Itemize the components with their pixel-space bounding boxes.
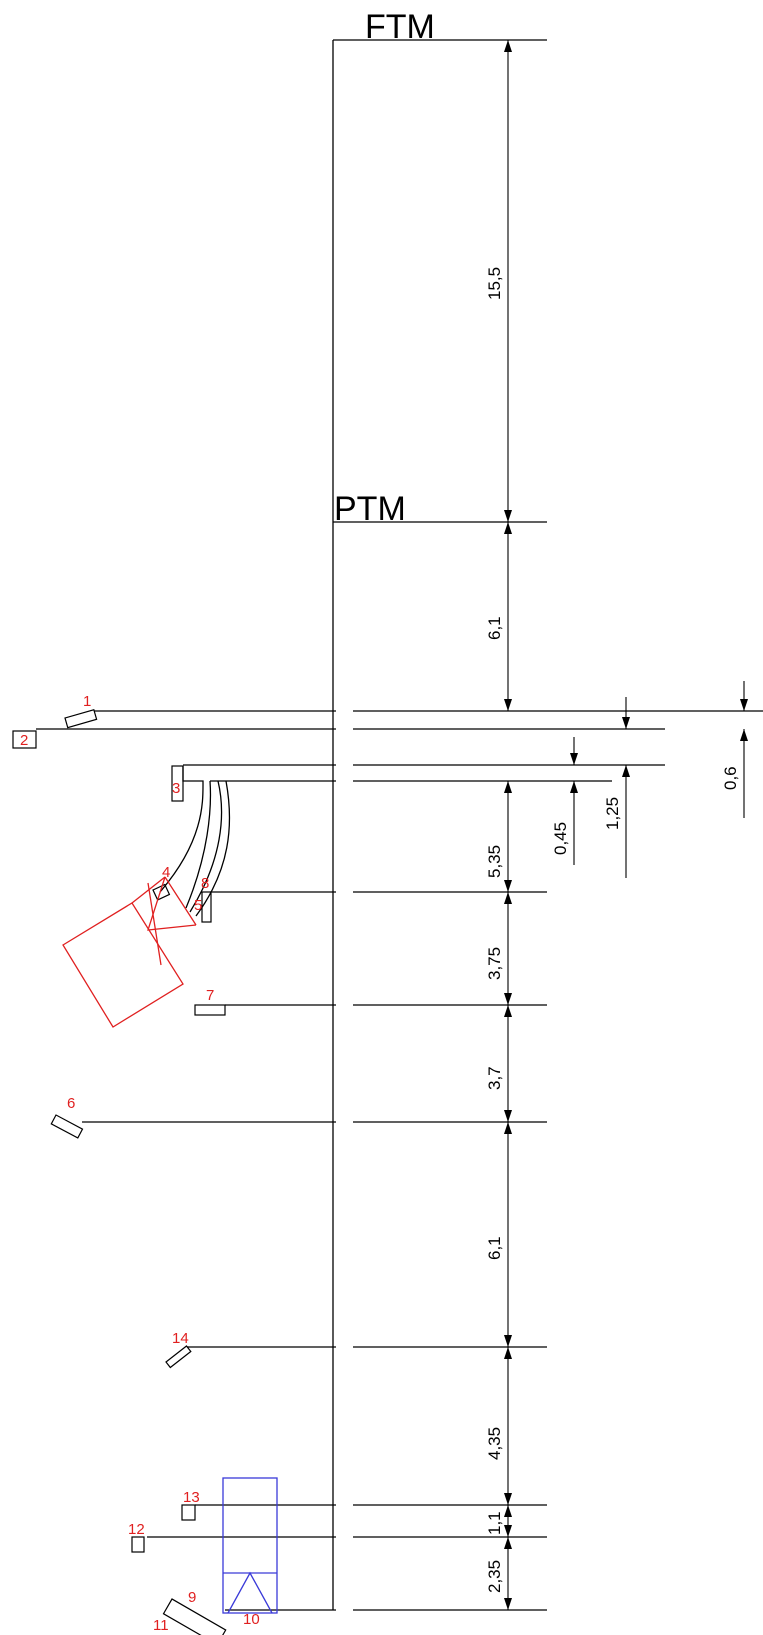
marker-2: 2 <box>20 732 28 749</box>
break-marks <box>336 709 353 1612</box>
ptm-label: PTM <box>334 490 406 528</box>
marker-4: 4 <box>162 864 170 881</box>
dim-1-25: 1,25 <box>603 797 622 830</box>
marker-14: 14 <box>172 1330 189 1347</box>
marker-7: 7 <box>206 987 214 1004</box>
component-boxes <box>12 708 227 1635</box>
dim-0-6: 0,6 <box>721 766 740 790</box>
box-2 <box>12 730 37 749</box>
marker-13: 13 <box>183 1489 200 1506</box>
dim-0-6-marker <box>740 681 748 818</box>
dim-6-1-top: 6,1 <box>485 616 504 640</box>
blue-frame-assembly <box>222 1477 278 1614</box>
dim-0-45-marker <box>570 737 578 865</box>
marker-11: 11 <box>153 1617 169 1634</box>
box-9 <box>162 1598 227 1635</box>
box-13 <box>181 1504 196 1521</box>
dim-5-35: 5,35 <box>485 845 504 878</box>
dim-1-25-marker <box>622 697 630 878</box>
dim-6-1-bottom: 6,1 <box>485 1236 504 1260</box>
marker-6: 6 <box>67 1095 75 1112</box>
box-7 <box>194 1004 226 1016</box>
blue-housing <box>222 1477 278 1614</box>
box-1 <box>64 708 98 729</box>
dim-0-45: 0,45 <box>551 822 570 855</box>
box-14 <box>165 1345 192 1369</box>
marker-10: 10 <box>243 1611 260 1628</box>
dim-3-7: 3,7 <box>485 1066 504 1090</box>
dim-3-75: 3,75 <box>485 947 504 980</box>
curved-lines <box>159 766 231 917</box>
marker-12: 12 <box>128 1521 145 1538</box>
marker-9: 9 <box>188 1589 196 1606</box>
reference-lines <box>36 39 763 1611</box>
box-12 <box>131 1536 145 1553</box>
dim-2-35: 2,35 <box>485 1560 504 1593</box>
marker-3: 3 <box>172 780 180 797</box>
dim-4-35: 4,35 <box>485 1427 504 1460</box>
box-4 <box>152 883 171 901</box>
box-8 <box>201 891 212 923</box>
dim-1-1: 1,1 <box>485 1511 504 1535</box>
box-3 <box>171 765 184 802</box>
red-frame-assembly <box>62 876 197 1028</box>
dim-15-5: 15,5 <box>485 267 504 300</box>
red-housing <box>62 902 184 1028</box>
ftm-label: FTM <box>365 8 435 46</box>
box-6 <box>50 1114 84 1139</box>
main-dimension-chain <box>504 40 512 1610</box>
marker-5: 5 <box>194 897 202 914</box>
marker-8: 8 <box>201 875 209 892</box>
marker-1: 1 <box>83 693 91 710</box>
marker-labels: 1 2 3 4 5 6 7 8 9 10 11 12 13 14 <box>20 693 260 1634</box>
